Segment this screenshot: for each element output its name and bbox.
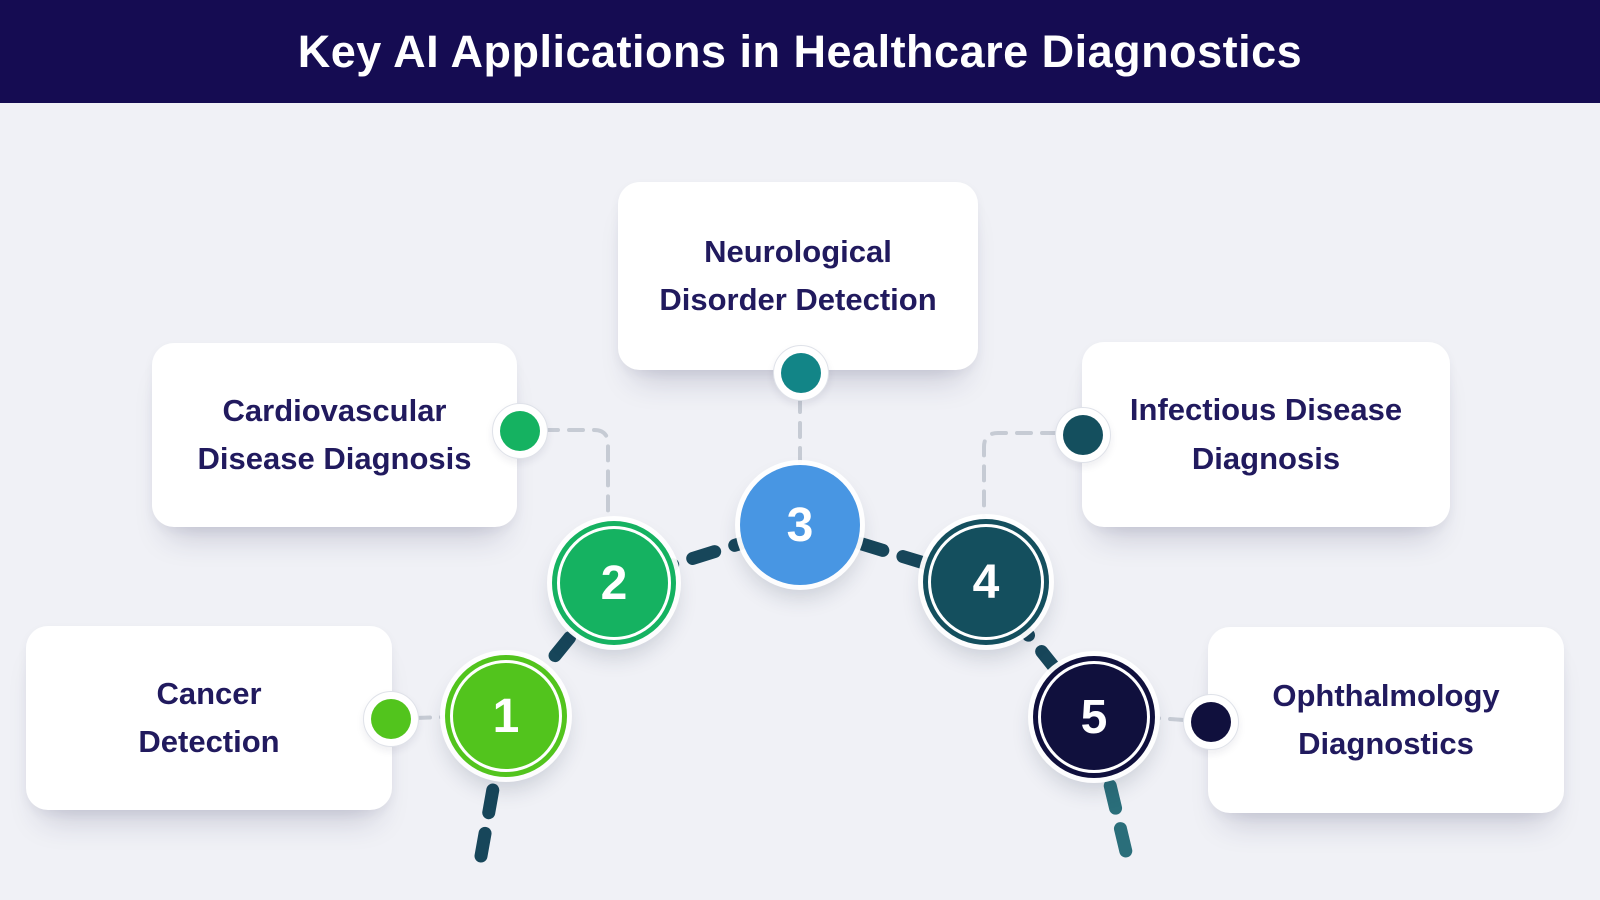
guide-connector-cardiovascular — [542, 428, 610, 516]
guide-connector-ophthalmology — [1153, 716, 1186, 722]
card-label-line: Disorder Detection — [659, 282, 937, 317]
guide-connector-infectious — [982, 431, 1058, 519]
step-circle-2: 2 — [552, 521, 676, 645]
connector-dot-neurological — [773, 345, 829, 401]
connector-dot-ophthalmology — [1183, 694, 1239, 750]
dot-fill — [1063, 415, 1103, 455]
card-ophthalmology-diagnostics: Ophthalmology Diagnostics — [1208, 627, 1564, 813]
card-cardiovascular-disease-diagnosis: Cardiovascular Disease Diagnosis — [152, 343, 517, 527]
dot-fill — [781, 353, 821, 393]
card-neurological-disorder-detection: Neurological Disorder Detection — [618, 182, 978, 370]
card-cancer-detection: Cancer Detection — [26, 626, 392, 810]
header-bar: Key AI Applications in Healthcare Diagno… — [0, 0, 1600, 103]
card-label-line: Cancer — [156, 675, 262, 711]
step-number: 5 — [1080, 690, 1108, 744]
card-label-line: Neurological — [704, 233, 892, 269]
card-label-line: Diagnosis — [1191, 440, 1341, 476]
step-circle-1: 1 — [445, 655, 567, 777]
dot-fill — [1191, 702, 1231, 742]
step-number: 1 — [492, 689, 520, 743]
card-label-line: Ophthalmology — [1272, 677, 1500, 713]
step-number: 4 — [972, 555, 1000, 609]
card-label-line: Cardiovascular — [222, 392, 447, 428]
connector-dot-cardiovascular — [492, 403, 548, 459]
card-label-line: Detection — [138, 724, 280, 759]
card-label-line: Infectious Disease — [1129, 392, 1403, 428]
step-number: 3 — [786, 498, 814, 552]
connector-dot-cancer — [363, 691, 419, 747]
step-circle-3: 3 — [740, 465, 860, 585]
card-label-line: Disease Diagnosis — [197, 441, 472, 476]
dot-fill — [500, 411, 540, 451]
dot-fill — [371, 699, 411, 739]
step-circle-4: 4 — [923, 519, 1049, 645]
page-title: Key AI Applications in Healthcare Diagno… — [297, 25, 1303, 77]
connector-dot-infectious — [1055, 407, 1111, 463]
step-number: 2 — [600, 556, 628, 610]
guide-connector-cancer — [414, 715, 448, 720]
card-infectious-disease-diagnosis: Infectious Disease Diagnosis — [1082, 342, 1450, 527]
card-label-line: Diagnostics — [1298, 726, 1474, 761]
step-circle-5: 5 — [1033, 656, 1155, 778]
